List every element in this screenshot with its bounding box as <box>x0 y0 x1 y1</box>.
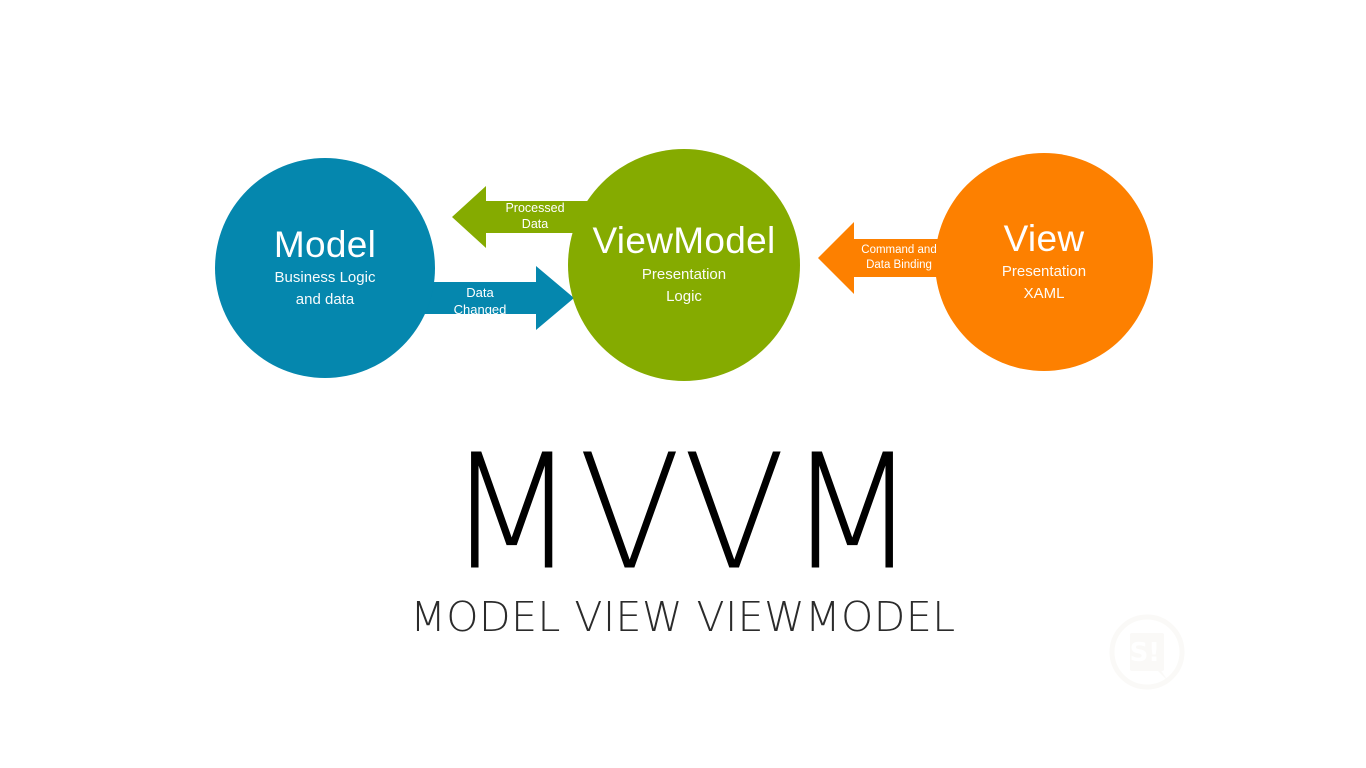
node-view-subtitle-line1: Presentation <box>1001 262 1087 280</box>
node-view: View Presentation XAML <box>935 153 1153 371</box>
wordmark-subtitle: MODEL VIEW VIEWMODEL <box>410 593 956 641</box>
node-model-subtitle-line1: Business Logic <box>274 268 376 286</box>
node-model-subtitle: Business Logic and data <box>275 267 376 311</box>
node-model-title: Model <box>273 223 377 265</box>
node-viewmodel-subtitle-line2: Logic <box>666 288 702 306</box>
node-model: Model Business Logic and data <box>215 158 435 378</box>
svg-text:S: S <box>1130 638 1149 668</box>
node-model-subtitle-line2: and data <box>295 290 355 308</box>
node-view-title: View <box>1003 217 1085 259</box>
node-viewmodel-title: ViewModel <box>592 220 776 262</box>
node-viewmodel-subtitle-line1: Presentation <box>641 266 727 284</box>
svg-text:!: ! <box>1148 638 1160 668</box>
arrow-command-binding <box>818 222 958 294</box>
node-viewmodel: ViewModel Presentation Logic <box>568 149 800 381</box>
node-view-subtitle: Presentation XAML <box>1002 261 1086 305</box>
wordmark-title: MVVM <box>446 421 920 606</box>
node-view-subtitle-line2: XAML <box>1023 284 1065 302</box>
watermark-logo-icon: S ! <box>1109 614 1185 690</box>
node-viewmodel-subtitle: Presentation Logic <box>642 264 726 308</box>
arrow-data-changed <box>398 266 574 330</box>
wordmark: MVVM MODEL VIEW VIEWMODEL <box>0 421 1366 641</box>
